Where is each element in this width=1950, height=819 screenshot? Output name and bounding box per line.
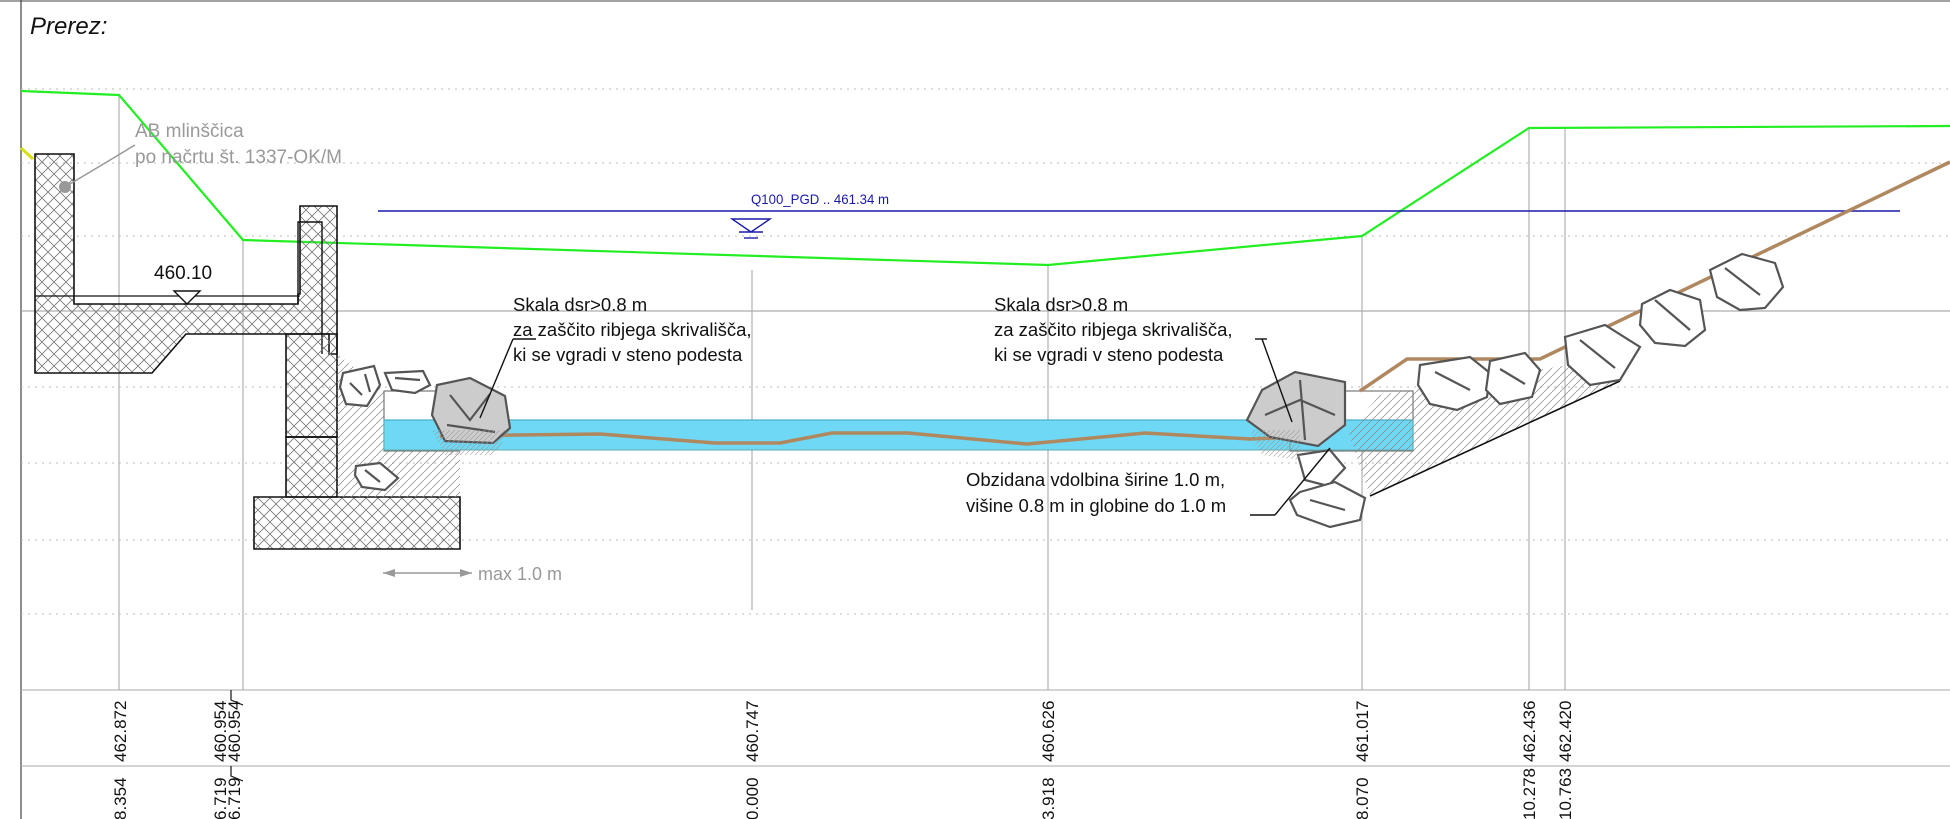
right-boulder-hatch <box>1250 430 1300 460</box>
boulder-note-2-line1: Skala dsr>0.8 m <box>994 294 1128 315</box>
distance-value: 8.354 <box>111 777 130 819</box>
section-title: Prerez: <box>30 13 107 40</box>
boulder-note-1-line3: ki se vgradi v steno podesta <box>513 344 743 365</box>
boulder-note-1-line2: za zaščito ribjega skrivališča, <box>513 319 752 340</box>
boulder-note-1: Skala dsr>0.8 m za zaščito ribjega skriv… <box>479 294 752 419</box>
right-bank-bed <box>1359 160 1950 393</box>
elevation-value: 460.954 <box>211 701 230 762</box>
elevation-value: 462.420 <box>1556 701 1575 762</box>
boulder-note-1-line1: Skala dsr>0.8 m <box>513 294 647 315</box>
mill-channel-note-line2: po načrtu št. 1337-OK/M <box>135 147 342 168</box>
recess-note-line1: Obzidana vdolbina širine 1.0 m, <box>966 469 1225 490</box>
elevation-value: 460.747 <box>743 701 762 762</box>
elevation-value: 460.626 <box>1039 701 1058 762</box>
mill-channel-note-line1: AB mlinščica <box>135 121 244 142</box>
elevation-marker-symbol <box>172 290 202 305</box>
distance-value: 6.719 <box>225 777 244 819</box>
left-boulder-hatch <box>432 430 510 455</box>
right-boulders <box>1245 252 1785 529</box>
boulder-note-2-line3: ki se vgradi v steno podesta <box>994 344 1224 365</box>
right-slope-fill <box>1348 360 1620 496</box>
station-leader-ticks <box>230 690 244 782</box>
mill-channel-structure <box>34 153 461 550</box>
recess-note: Obzidana vdolbina širine 1.0 m, višine 0… <box>966 447 1331 516</box>
distance-value: 10.278 <box>1520 768 1539 819</box>
distance-row: 8.354 6.719 6.719 0.000 3.918 8.070 10.2… <box>111 768 1575 819</box>
elevation-marker-label: 460.10 <box>154 263 212 284</box>
distance-value: 3.918 <box>1039 777 1058 819</box>
distance-value: 8.070 <box>1353 777 1372 819</box>
elevation-value: 462.872 <box>111 701 130 762</box>
distance-value: 0.000 <box>743 777 762 819</box>
elevation-row: 462.872 460.954 460.954 460.747 460.626 … <box>111 701 1575 762</box>
terrain-line <box>20 89 1950 267</box>
right-slope-line <box>1369 380 1621 497</box>
distance-value: 6.719 <box>211 777 230 819</box>
left-boulders <box>338 364 512 492</box>
distance-value: 10.763 <box>1556 768 1575 819</box>
data-table-lines <box>21 689 1950 767</box>
max-width-label: max 1.0 m <box>478 564 562 584</box>
water-level-symbol <box>729 218 773 239</box>
elevation-value: 460.954 <box>225 701 244 762</box>
boulder-note-2: Skala dsr>0.8 m za zaščito ribjega skriv… <box>994 294 1293 423</box>
max-width-dimension: max 1.0 m <box>383 564 562 584</box>
mill-channel-leader <box>64 144 136 188</box>
boulder-note-2-line2: za zaščito ribjega skrivališča, <box>994 319 1233 340</box>
channel-bed <box>439 431 1301 446</box>
elevation-value: 461.017 <box>1353 701 1372 762</box>
mill-channel-leader-dot <box>59 181 71 193</box>
elevation-value: 462.436 <box>1520 701 1539 762</box>
water-level-label: Q100_PGD .. 461.34 m <box>751 191 889 207</box>
recess-note-line2: višine 0.8 m in globine do 1.0 m <box>966 495 1226 516</box>
terrain-left-stub <box>19 146 35 161</box>
